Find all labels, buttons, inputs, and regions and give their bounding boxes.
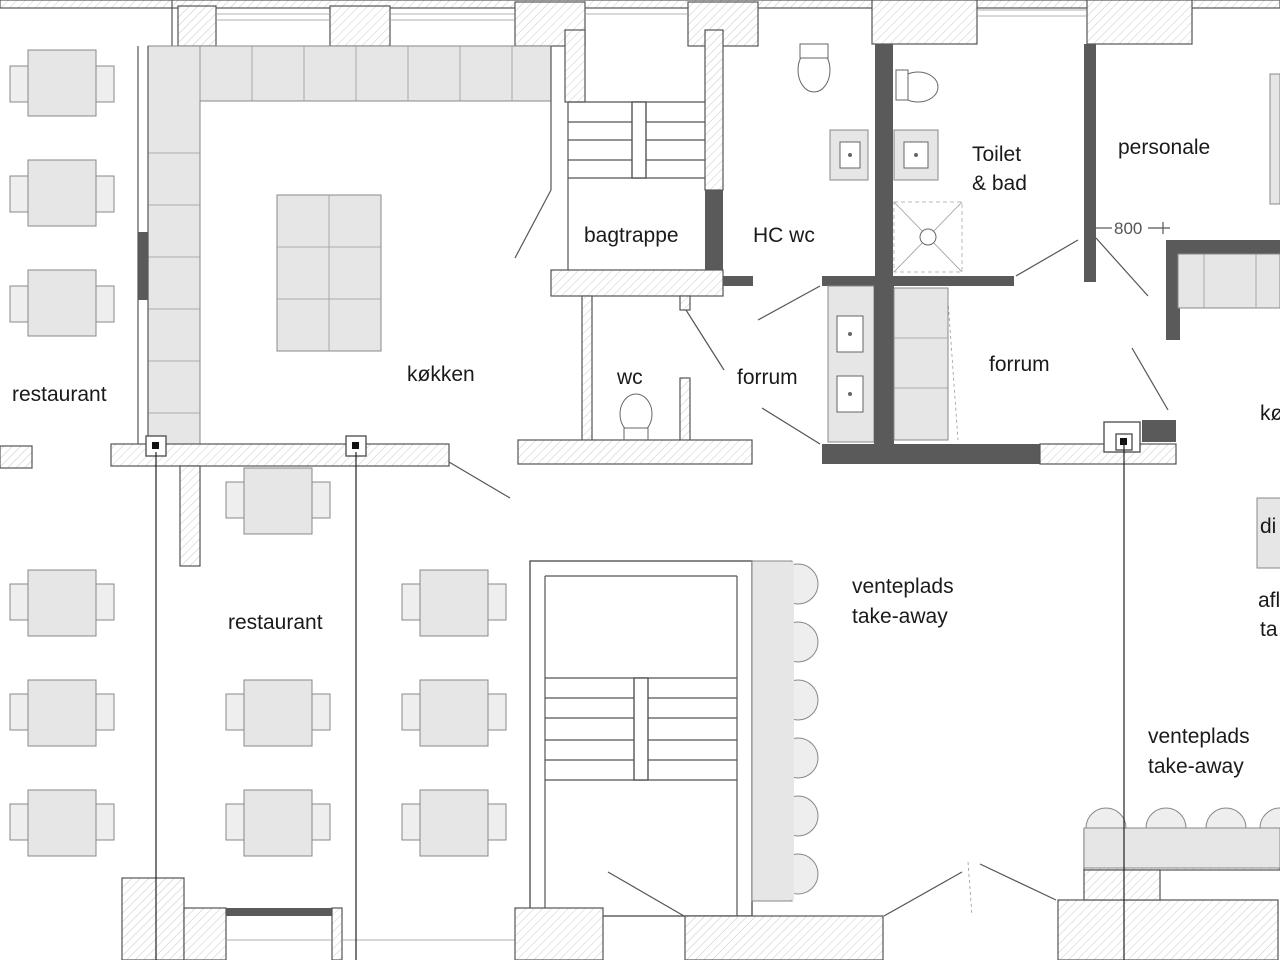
label-forrum-2: forrum [989,353,1050,376]
hc-wc-room [723,43,1014,321]
label-staff: personale [1118,136,1210,159]
kitchen-counter-top [147,45,552,102]
label-hc-wc: HC wc [753,224,815,247]
bar-stools-horizontal [1083,807,1280,869]
room-labels: restaurant restaurant køkken bagtrappe H… [12,136,1280,778]
dining-table [401,679,507,747]
label-waiting-1-line1: venteplads [852,575,954,598]
label-restaurant-left: restaurant [12,383,107,406]
dining-table [401,789,507,857]
label-waiting-2-line1: venteplads [1148,725,1250,748]
dining-table [9,789,115,857]
bath-toilet [895,69,939,103]
wc-toilet [619,393,653,441]
staff-room [1095,73,1280,309]
bar-stools-vertical [760,562,819,900]
dining-table [9,159,115,227]
kitchen [137,45,552,445]
back-stairs [514,29,724,297]
dimension-label: 800 [1114,219,1142,238]
label-back-stairs: bagtrappe [584,224,679,247]
dining-table [225,467,331,535]
wc-room [517,295,753,465]
label-waiting-2-line2: take-away [1148,755,1244,778]
kitchen-counter-left [147,45,201,445]
left-restaurant-tables [9,49,115,857]
bottom-facade-wall [121,807,1280,960]
main-staircase [529,560,819,917]
forrum-1 [761,285,1040,464]
label-toilet-bath-line1: Toilet [972,143,1021,166]
top-facade-wall [0,0,1280,47]
dining-table [9,569,115,637]
label-edge-4: ta [1260,618,1278,641]
label-toilet-bath-line2: & bad [972,172,1027,195]
hc-wc-toilet [797,43,831,93]
label-kitchen: køkken [407,363,475,386]
forrum-2 [893,240,1280,465]
label-edge-2: di [1260,515,1276,538]
dining-table [9,49,115,117]
dining-table [225,789,331,857]
dining-table [401,569,507,637]
label-edge-3: afl [1258,589,1280,612]
center-restaurant-tables [225,467,507,857]
structural-axis-lines [155,442,1125,960]
dining-table [225,679,331,747]
label-waiting-1-line2: take-away [852,605,948,628]
dining-table [9,269,115,337]
label-edge-1: kø [1260,402,1280,425]
toilet-bath-room [893,44,1096,282]
label-forrum-1: forrum [737,366,798,389]
dining-table [9,679,115,747]
right-edge-counter [1256,497,1280,569]
label-wc: wc [616,366,643,389]
label-restaurant-center: restaurant [228,611,323,634]
kitchen-bottom-wall [0,435,511,567]
